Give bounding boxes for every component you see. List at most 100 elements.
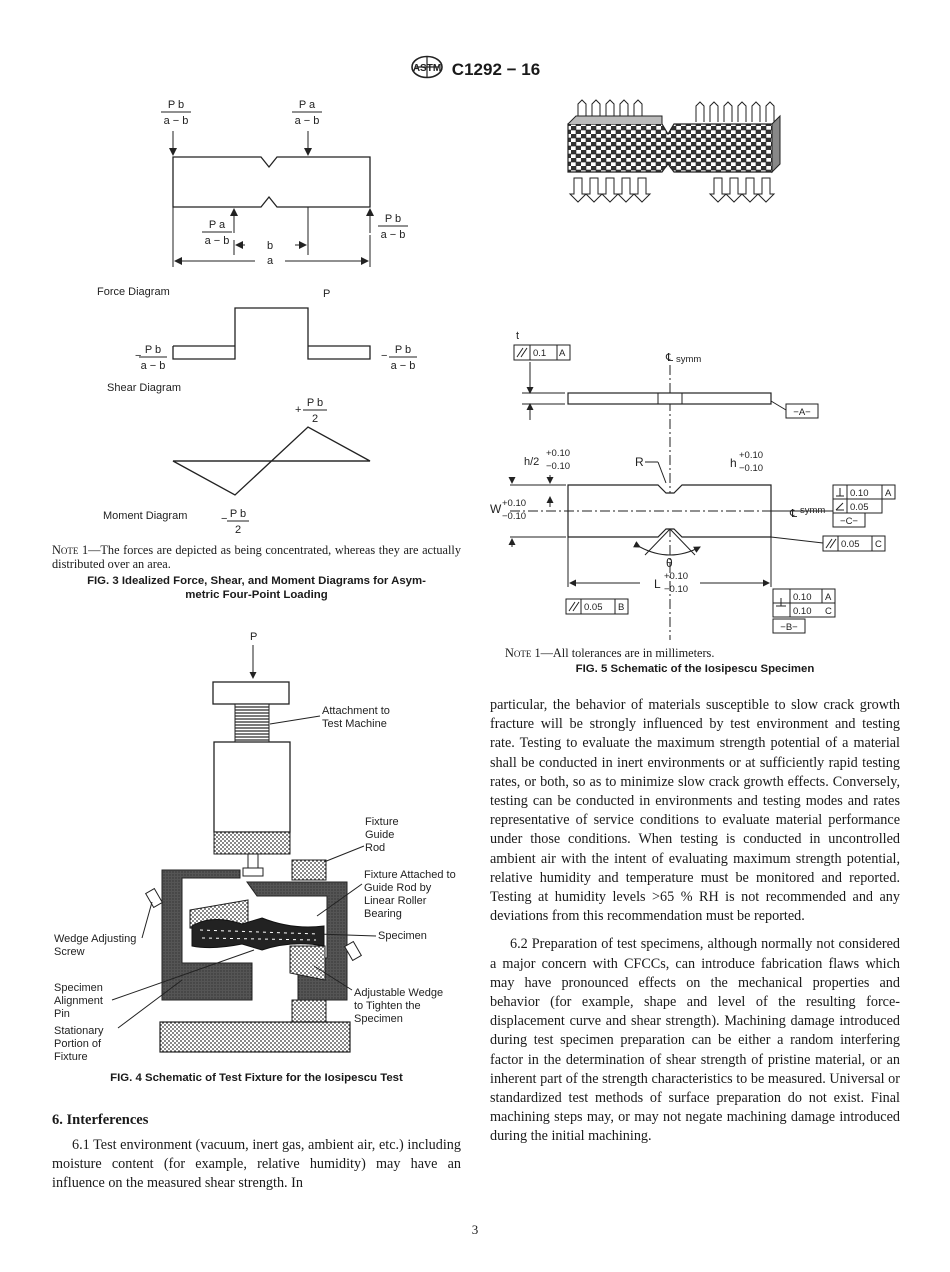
fig4-wedge-l1: Adjustable Wedge (354, 987, 443, 999)
fig4-stationary-l1: Stationary (54, 1025, 104, 1037)
fig4-attached-l1: Fixture Attached to (364, 869, 456, 881)
fig4-stationary-frame (161, 869, 253, 1001)
fig5-h: h (730, 456, 737, 470)
fig3-diagram: P b a − b P a a − b P a a − b P b a − b … (97, 99, 417, 536)
fig5-h2-plus: +0.10 (546, 448, 570, 459)
fig5-h2-minus: −0.10 (546, 461, 570, 472)
fig3-moment-bot-den: 2 (235, 524, 241, 536)
fig3-shear-shape (172, 307, 371, 360)
fig5-theta: θ (666, 556, 673, 570)
fig3-amb-left-den: a − b (164, 115, 189, 127)
fig3-shear-diagram-label: Shear Diagram (107, 382, 181, 394)
fig3-pb-left-num: P b (168, 99, 184, 111)
fig5-note-prefix: Note 1 (505, 646, 541, 660)
fig4-align-l1: Specimen (54, 982, 103, 994)
fig4-p-label: P (250, 631, 257, 643)
fig3-minus-right: − (381, 350, 387, 362)
fig3-amb-right-den: a − b (381, 229, 406, 241)
fig3-pa-top-num: P a (299, 99, 316, 111)
fig5-note-text: —All tolerances are in millimeters. (540, 646, 715, 660)
section6-col-right: particular, the behavior of materials su… (490, 696, 900, 1147)
page-header: ASTM C1292 − 16 (0, 55, 950, 84)
fig4-base (159, 1021, 351, 1053)
fig4-specimen-shape (191, 917, 325, 951)
fig5-flat-value: 0.1 (533, 348, 546, 359)
fig5-h2: h/2 (524, 456, 539, 468)
fig4-attachment-l1: Attachment to (322, 705, 390, 717)
fig4-attached-l4: Bearing (364, 908, 402, 920)
fig5-note: Note 1—All tolerances are in millimeters… (505, 646, 900, 660)
fig3-pb-right-num: P b (385, 213, 401, 225)
fig5-cl-right: ℄ (789, 508, 797, 520)
fig4-guide-rod-bottom (291, 999, 327, 1023)
fig3-moment-top-num2: P b (307, 397, 323, 409)
fig3-b-label: b (267, 240, 273, 252)
fig3-shear-left-den: a − b (141, 360, 166, 372)
fig5-perp-ref: A (885, 488, 892, 499)
fig5-weave-illustration (567, 99, 781, 203)
fig4-wedge-right (289, 945, 326, 981)
document-designation: C1292 − 16 (451, 59, 541, 79)
fig4-attachment-l2: Test Machine (322, 718, 387, 730)
fig5-parallel-value: 0.05 (841, 539, 860, 550)
fig3-amb-top-den: a − b (295, 115, 320, 127)
fig3-moment-top-den: 2 (312, 413, 318, 425)
fig4-attached-l3: Linear Roller (364, 895, 427, 907)
para-6-1-continued: particular, the behavior of materials su… (490, 697, 900, 925)
svg-text:ASTM: ASTM (413, 63, 441, 74)
fig5-datum-c: −C− (840, 516, 858, 527)
section6-col-left: 6.1 Test environment (vacuum, inert gas,… (52, 1136, 461, 1194)
fig4-wedge-l3: Specimen (354, 1013, 403, 1025)
fig5-h-plus: +0.10 (739, 450, 763, 461)
fig4-specimen-label: Specimen (378, 930, 427, 942)
fig3-caption: FIG. 3 Idealized Force, Shear, and Momen… (52, 574, 461, 602)
fig4-diagram: P Attachment to Test Machine Fixture Gui… (54, 631, 456, 1063)
fig3-note: Note 1—The forces are depicted as being … (52, 543, 461, 571)
fig5-caption: FIG. 5 Schematic of the Iosipescu Specim… (575, 663, 815, 675)
fig5-side-view (567, 392, 772, 405)
fig5-diagram: t 0.1 A ℄ symm −A− h/2 +0.10 −0.10 R h +… (490, 330, 896, 640)
fig3-amb-bottom-den: a − b (205, 235, 230, 247)
fig3-beam (172, 156, 371, 208)
fig3-note-prefix: Note 1 (52, 543, 89, 557)
astm-logo-icon: ASTM (410, 55, 444, 84)
fig4-adapter (213, 831, 291, 855)
para-6-2: 6.2 Preparation of test specimens, altho… (490, 936, 900, 1145)
fig5-parallel-b-ref: B (618, 602, 624, 613)
fig5-parallel-ref: C (875, 539, 882, 550)
fig5-r-label: R (635, 455, 644, 469)
fig5-t-label: t (516, 330, 519, 342)
fig4-guide-rod-l2: Guide (365, 829, 394, 841)
fig5-flat-ref: A (559, 348, 566, 359)
page-number: 3 (471, 1222, 479, 1237)
fig3-shear-left-num: P b (145, 344, 161, 356)
fig4-guide-rod-l3: Rod (365, 842, 385, 854)
fig4-align-l2: Alignment (54, 995, 103, 1007)
fig3-note-text: —The forces are depicted as being concen… (52, 543, 461, 571)
fig5-parallel-b-value: 0.05 (584, 602, 603, 613)
fig3-moment-bot-num: P b (230, 508, 246, 520)
fig4-guide-rod-l1: Fixture (365, 816, 399, 828)
fig4-wedge-screw-l1: Wedge Adjusting (54, 933, 136, 945)
fig3-force-diagram-label: Force Diagram (97, 286, 170, 298)
fig3-shear-right-den: a − b (391, 360, 416, 372)
fig5-datum-b: −B− (780, 622, 798, 633)
fig4-load-cell (213, 741, 291, 833)
fig3-caption-line1: FIG. 3 Idealized Force, Shear, and Momen… (87, 575, 426, 587)
fig4-stationary-l3: Fixture (54, 1051, 88, 1063)
fig5-perp-a-ref: A (825, 592, 832, 603)
para-6-1: 6.1 Test environment (vacuum, inert gas,… (52, 1137, 461, 1192)
fig3-moment-diagram-label: Moment Diagram (103, 510, 187, 522)
fig4-stationary-l2: Portion of (54, 1038, 102, 1050)
section6-heading: 6. Interferences (52, 1112, 149, 1128)
fig5-perp-c-ref: C (825, 606, 832, 617)
fig5-perp-value: 0.10 (850, 488, 869, 499)
fig5-perp-c-value: 0.10 (793, 606, 812, 617)
fig3-pa-bottom-num: P a (209, 219, 226, 231)
fig3-plus-sign: + (295, 404, 301, 416)
fig5-cl-top: ℄ (665, 352, 673, 364)
fig3-caption-line2: metric Four-Point Loading (185, 589, 328, 601)
fig5-w-plus: +0.10 (502, 498, 526, 509)
fig5-cl-symm-top: symm (676, 354, 701, 365)
fig4-wedge-l2: to Tighten the (354, 1000, 421, 1012)
